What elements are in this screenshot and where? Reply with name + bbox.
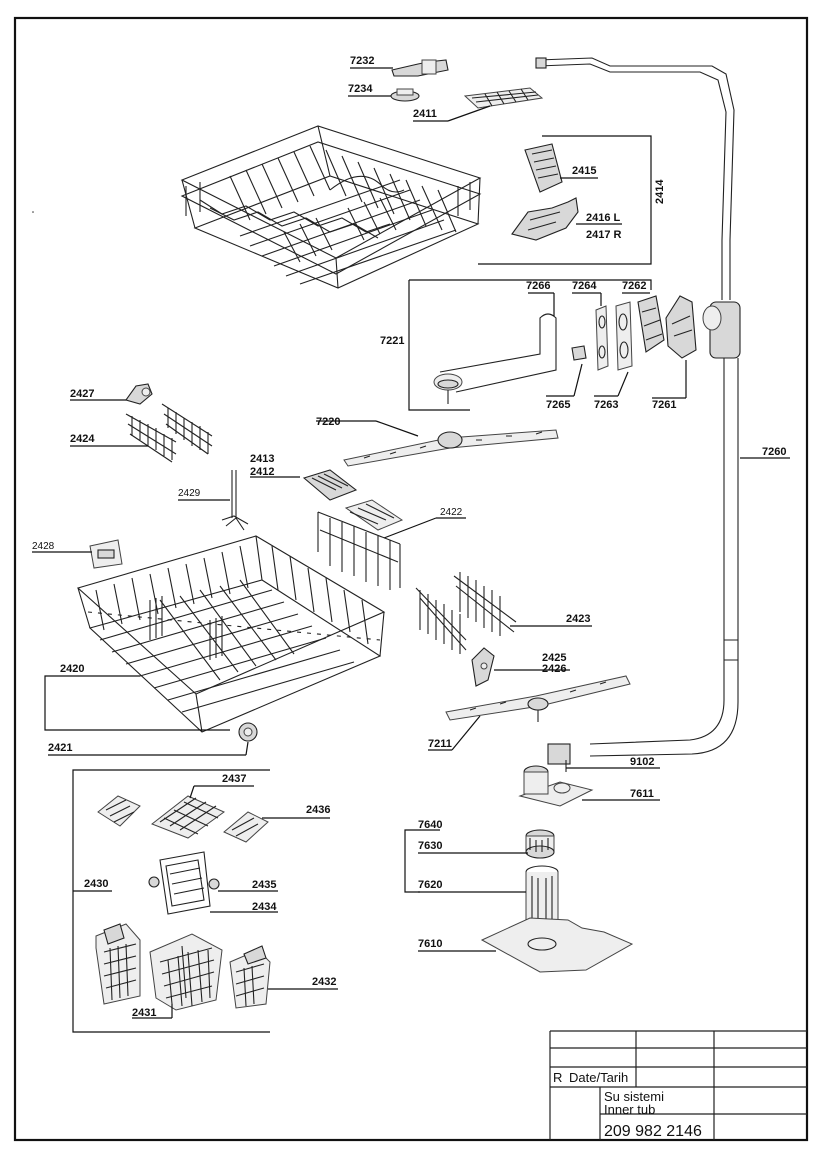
label-2412: 2412	[250, 466, 274, 478]
label-7611: 7611	[630, 788, 654, 800]
part-7263-gasket	[615, 301, 633, 371]
label-7264: 7264	[572, 280, 597, 292]
revision-label: R	[553, 1070, 562, 1085]
part-2424-tine-racks	[125, 403, 213, 463]
part-7630-filter-cap	[525, 829, 555, 859]
label-2431: 2431	[132, 1007, 156, 1019]
label-2417: 2417 R	[586, 229, 622, 241]
part-7611-sump-housing	[518, 765, 594, 807]
part-cutlery-basket-left	[95, 923, 141, 1005]
part-2415-clip	[524, 143, 563, 193]
part-2432-cutlery-basket-small	[229, 945, 271, 1009]
label-7211: 7211	[428, 738, 452, 750]
label-2425: 2425	[542, 652, 566, 664]
part-2423-tine-rows	[415, 572, 517, 654]
bracket-2430	[72, 769, 270, 1033]
label-2434: 2434	[252, 901, 277, 913]
label-2415: 2415	[572, 165, 596, 177]
label-2411: 2411	[413, 108, 437, 120]
label-7263: 7263	[594, 399, 618, 411]
label-2435: 2435	[252, 879, 276, 891]
label-2436: 2436	[306, 804, 330, 816]
part-7211-lower-spray-arm	[445, 675, 631, 722]
bracket-7221	[408, 279, 652, 411]
bracket-7640	[404, 829, 440, 893]
lower-basket-2420	[76, 535, 386, 733]
part-2428-handle	[89, 539, 123, 569]
part-7261-bracket	[665, 295, 697, 359]
part-2425-2426-support	[471, 647, 495, 687]
part-7262-housing	[637, 295, 665, 353]
label-2420: 2420	[60, 663, 84, 675]
label-7620: 7620	[418, 879, 442, 891]
part-2412-2413-holder	[302, 469, 358, 501]
upper-basket	[180, 125, 482, 289]
part-2436-small-cover	[223, 811, 269, 843]
part-2429-rod	[221, 470, 249, 531]
part-2437-grid-cover	[150, 795, 225, 839]
part-7610-flat-filter	[480, 917, 634, 973]
part-2427-hinge	[125, 383, 153, 405]
label-9102: 9102	[630, 756, 654, 768]
label-2414: 2414	[654, 179, 666, 204]
part-9102-connector	[547, 743, 571, 772]
label-7221: 7221	[380, 335, 404, 347]
label-2437: 2437	[222, 773, 246, 785]
date-label: Date/Tarih	[569, 1070, 628, 1085]
bracket-2420	[44, 675, 230, 731]
part-2411-tray	[463, 87, 544, 109]
part-7264-seal	[595, 305, 609, 371]
part-2434-2435-handle-frame	[148, 851, 220, 915]
label-2429: 2429	[178, 488, 201, 499]
title-block	[549, 1030, 807, 1140]
label-7640: 7640	[418, 819, 442, 831]
bracket-2414	[478, 135, 652, 265]
part-7265-clip	[571, 345, 587, 361]
drawing-border	[13, 16, 809, 1142]
label-2432: 2432	[312, 976, 336, 988]
label-2430: 2430	[84, 878, 108, 890]
water-pipe-7260	[535, 57, 741, 757]
label-2428: 2428	[32, 541, 55, 552]
drawing-number: 209 982 2146	[604, 1123, 702, 1140]
label-2422: 2422	[440, 507, 463, 518]
label-2423: 2423	[566, 613, 590, 625]
label-2416: 2416 L	[586, 212, 621, 224]
label-7262: 7262	[622, 280, 646, 292]
label-7630: 7630	[418, 840, 442, 852]
part-7266-arm-pipe	[433, 313, 557, 404]
label-2424: 2424	[70, 433, 95, 445]
label-7234: 7234	[348, 83, 373, 95]
label-2421: 2421	[48, 742, 72, 754]
label-7266: 7266	[526, 280, 550, 292]
part-2422-folding-rack	[317, 499, 404, 590]
label-2426: 2426	[542, 663, 566, 675]
part-7232-latch	[391, 59, 449, 77]
part-7220-upper-spray-arm	[343, 429, 559, 467]
part-7234-stopper	[390, 88, 420, 102]
label-7260: 7260	[762, 446, 786, 458]
part-2416-2417-holder	[511, 197, 579, 241]
label-7232: 7232	[350, 55, 374, 67]
part-cutlery-lid-left	[97, 795, 141, 827]
part-2431-cutlery-basket-main	[149, 933, 223, 1011]
drawing-name-tr: Su sistemi	[604, 1089, 664, 1104]
label-2413: 2413	[250, 453, 274, 465]
part-2421-wheel	[238, 722, 258, 742]
drawing-name-en: Inner tub	[604, 1102, 655, 1117]
label-7610: 7610	[418, 938, 442, 950]
label-7261: 7261	[652, 399, 676, 411]
label-7265: 7265	[546, 399, 570, 411]
label-7220: 7220	[316, 416, 340, 428]
label-2427: 2427	[70, 388, 94, 400]
